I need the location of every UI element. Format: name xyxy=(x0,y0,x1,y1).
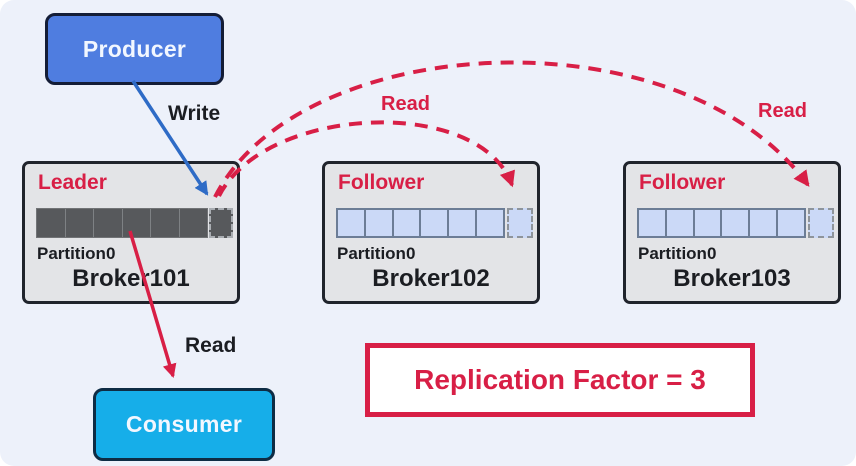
partition-segment xyxy=(151,209,179,237)
partition-cells xyxy=(36,208,208,238)
consumer-node: Consumer xyxy=(93,388,275,461)
partition-segment xyxy=(449,210,476,236)
partition-segment xyxy=(65,209,93,237)
replication-factor-callout: Replication Factor = 3 xyxy=(365,343,755,417)
partition-log-bar xyxy=(36,208,233,238)
partition-log-bar xyxy=(336,208,533,238)
partition-cells xyxy=(637,208,806,238)
broker-role-label: Follower xyxy=(639,171,726,194)
partition-cells xyxy=(336,208,505,238)
partition-segment xyxy=(778,210,804,236)
follower102-read-edge-label: Read xyxy=(381,93,430,115)
partition-segment xyxy=(94,209,122,237)
broker-leader-box: Leader Partition0 Broker101 xyxy=(22,161,240,304)
partition-segment xyxy=(666,210,693,236)
broker-follower-102-box: Follower Partition0 Broker102 xyxy=(322,161,540,304)
partition-segment xyxy=(338,210,364,236)
consumer-read-edge-label: Read xyxy=(185,334,237,357)
partition-segment xyxy=(365,210,392,236)
partition-label: Partition0 xyxy=(37,244,116,263)
partition-segment xyxy=(750,210,777,236)
broker-name-label: Broker101 xyxy=(72,265,190,292)
replication-factor-text: Replication Factor = 3 xyxy=(414,364,706,395)
broker-name-label: Broker102 xyxy=(372,265,490,292)
partition-segment-pending xyxy=(507,208,533,238)
partition-segment xyxy=(421,210,448,236)
partition-segment xyxy=(477,210,503,236)
broker-role-label: Follower xyxy=(338,171,425,194)
partition-segment xyxy=(393,210,420,236)
broker-follower-103-box: Follower Partition0 Broker103 xyxy=(623,161,841,304)
partition-segment-pending xyxy=(209,208,233,238)
partition-segment xyxy=(694,210,721,236)
follower103-read-edge-label: Read xyxy=(758,100,807,122)
producer-label: Producer xyxy=(82,35,187,62)
write-edge-label: Write xyxy=(168,102,221,125)
producer-node: Producer xyxy=(45,13,224,85)
partition-log-bar xyxy=(637,208,834,238)
partition-segment xyxy=(639,210,665,236)
partition-segment xyxy=(37,209,65,237)
broker-role-label: Leader xyxy=(38,171,107,194)
partition-label: Partition0 xyxy=(337,244,416,263)
partition-label: Partition0 xyxy=(638,244,717,263)
partition-segment xyxy=(722,210,749,236)
consumer-label: Consumer xyxy=(125,411,243,437)
partition-segment-pending xyxy=(808,208,834,238)
broker-name-label: Broker103 xyxy=(673,265,791,292)
partition-segment xyxy=(122,209,150,237)
partition-segment xyxy=(179,209,207,237)
